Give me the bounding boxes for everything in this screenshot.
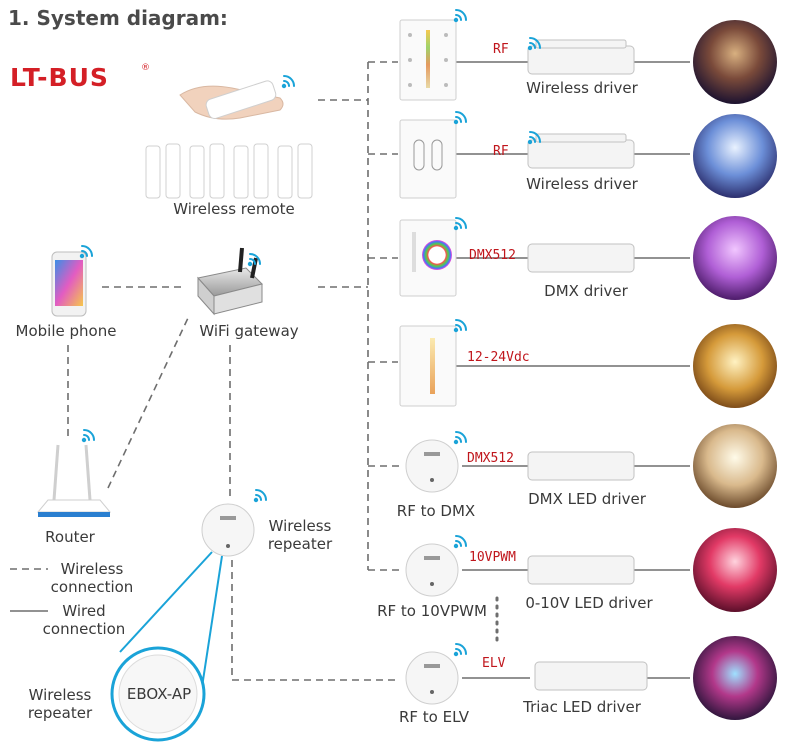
receiver-icon <box>405 651 459 705</box>
wall-panel-voltage <box>399 325 457 407</box>
room-photo-icon <box>693 20 777 104</box>
wifi-icon <box>453 643 467 657</box>
device-label-rf-to-dmx: RF to DMX <box>397 502 475 520</box>
wired-connections <box>455 61 690 679</box>
label-ebox-caption-1: Wireless <box>29 686 92 704</box>
label-mobile-phone: Mobile phone <box>16 322 117 340</box>
signal-label-voltage: 12-24Vdc <box>467 350 530 365</box>
ebox-zoom <box>110 551 223 742</box>
wifi-icon <box>527 131 541 145</box>
receiver-icon <box>405 439 459 493</box>
wifi-icon <box>281 75 295 89</box>
receiver-rf-to-dmx <box>405 439 459 493</box>
room-photo-icon <box>693 216 777 300</box>
wifi-icon <box>253 489 267 503</box>
label-ebox-caption-2: repeater <box>28 704 93 722</box>
legend-wired-1: Wired <box>62 602 105 620</box>
wifi-icon <box>453 217 467 231</box>
wifi-icon <box>453 111 467 125</box>
wifi-icon <box>453 319 467 333</box>
label-wireless-remote: Wireless remote <box>173 200 295 218</box>
signal-label-dmx512: DMX512 <box>469 248 516 263</box>
legend-wireless-1: Wireless <box>61 560 124 578</box>
driver-label-2: Wireless driver <box>526 175 638 193</box>
wifi-icon <box>81 429 95 443</box>
signal-label-rf-1: RF <box>493 42 509 57</box>
wifi-icons <box>79 9 541 657</box>
driver-label-7: Triac LED driver <box>522 698 642 716</box>
driver-label-3: DMX driver <box>544 282 628 300</box>
registered-mark: ® <box>141 63 150 73</box>
wifi-icon <box>453 9 467 23</box>
wall-panel-icon <box>399 119 457 199</box>
wifi-gateway-device <box>197 247 263 316</box>
driver-label-5: DMX LED driver <box>528 490 647 508</box>
label-ebox-ap: EBOX-AP <box>127 685 191 703</box>
label-wireless-repeater-1: Wireless <box>269 517 332 535</box>
room-photos <box>693 20 777 720</box>
wall-panel-dmx <box>399 219 457 297</box>
room-photo-icon <box>693 636 777 720</box>
legend: Wireless connection Wired connection <box>10 560 133 638</box>
label-wifi-gateway: WiFi gateway <box>199 322 298 340</box>
wifi-icon <box>453 431 467 445</box>
router-device <box>36 444 112 517</box>
receiver-rf-to-10vpwm <box>405 543 459 597</box>
router-icon <box>36 499 112 513</box>
wireless-connections <box>67 61 499 681</box>
led-driver-icon <box>527 39 648 691</box>
driver-label-6: 0-10V LED driver <box>525 594 653 612</box>
wifi-icon <box>247 253 261 267</box>
driver-label-1: Wireless driver <box>526 79 638 97</box>
remote-row <box>145 143 313 199</box>
receiver-icon <box>405 543 459 597</box>
label-wireless-repeater-2: repeater <box>268 535 333 553</box>
room-photo-icon <box>693 114 777 198</box>
brand-logo: LT-BUS <box>10 63 109 92</box>
device-label-rf-to-elv: RF to ELV <box>399 708 470 726</box>
wifi-icon <box>79 245 93 259</box>
room-photo-icon <box>693 528 777 612</box>
signal-label-elv: ELV <box>482 656 506 671</box>
hand-remote <box>179 80 284 120</box>
legend-wireless-2: connection <box>51 578 134 596</box>
device-label-rf-to-10vpwm: RF to 10VPWM <box>377 602 487 620</box>
room-photo-icon <box>693 324 777 408</box>
legend-wired-2: connection <box>43 620 126 638</box>
signal-label-rf-2: RF <box>493 144 509 159</box>
repeater-device <box>201 503 255 557</box>
wifi-icon <box>453 535 467 549</box>
signal-label-10vpwm: 10VPWM <box>469 550 516 565</box>
wall-panel-rgb <box>399 19 457 101</box>
label-router: Router <box>45 528 96 546</box>
mobile-phone <box>51 251 87 317</box>
receiver-rf-to-elv <box>405 651 459 705</box>
wall-panel-dimmer <box>399 119 457 199</box>
page-title: 1. System diagram: <box>8 6 228 30</box>
wall-panel-icon <box>399 325 457 407</box>
signal-label-dmx512-2: DMX512 <box>467 451 514 466</box>
wifi-icon <box>527 37 541 51</box>
room-photo-icon <box>693 424 777 508</box>
